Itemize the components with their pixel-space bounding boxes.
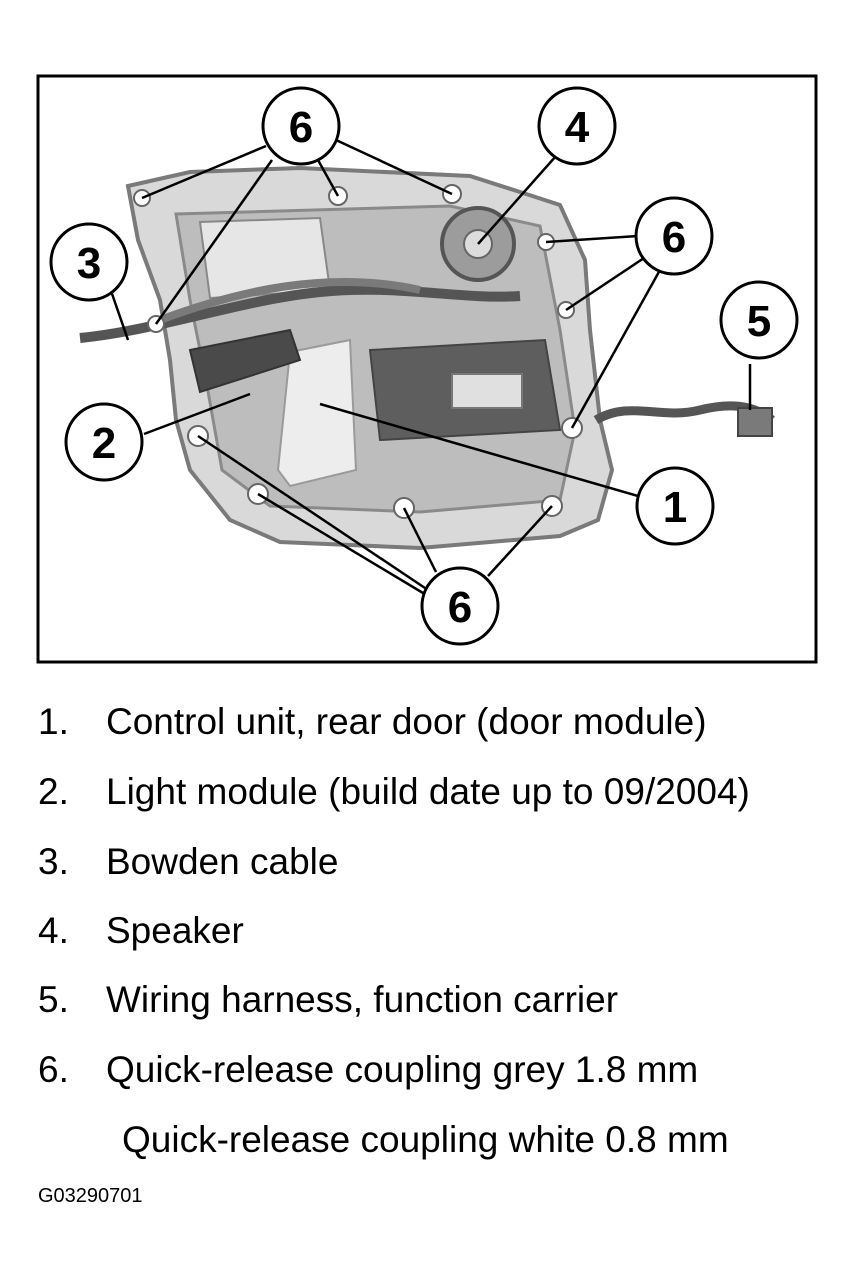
callout-4: 4 [537, 86, 617, 166]
callouts: 6 4 3 6 5 2 1 6 [49, 86, 799, 646]
image-corner-patch [676, 624, 812, 658]
legend-item-number: 4. [38, 910, 69, 951]
callout-2: 2 [64, 402, 144, 482]
callout-6-top: 6 [261, 86, 341, 166]
legend-item-number: 3. [38, 841, 69, 882]
svg-text:4: 4 [565, 103, 590, 152]
svg-text:6: 6 [662, 213, 686, 262]
legend-item-number: 5. [38, 979, 69, 1020]
legend-item-text: Quick-release coupling grey 1.8 mm [106, 1049, 699, 1090]
svg-text:6: 6 [289, 103, 313, 152]
svg-text:1: 1 [663, 483, 687, 532]
svg-text:2: 2 [92, 419, 116, 468]
svg-text:6: 6 [448, 583, 472, 632]
legend-item-6-continuation: Quick-release coupling white 0.8 mm [122, 1119, 729, 1160]
figure-id: G03290701 [38, 1185, 143, 1207]
legend-item-text: Bowden cable [106, 841, 339, 882]
svg-text:5: 5 [747, 297, 771, 346]
legend-item-number: 2. [38, 771, 69, 812]
callout-1: 1 [635, 466, 715, 546]
legend-item-text: Control unit, rear door (door module) [106, 701, 707, 742]
svg-text:3: 3 [77, 239, 101, 288]
carrier-plate [79, 165, 775, 551]
callout-5: 5 [719, 280, 799, 360]
legend-item-text: Speaker [106, 910, 244, 951]
callout-6-right: 6 [634, 196, 714, 276]
callout-3: 3 [49, 222, 129, 302]
callout-6-bottom: 6 [420, 566, 500, 646]
legend-item-number: 6. [38, 1049, 69, 1090]
door-module-diagram: 6 4 3 6 5 2 1 6 [36, 74, 818, 664]
legend-item-text: Wiring harness, function carrier [106, 979, 619, 1020]
legend-item-text: Light module (build date up to 09/2004) [106, 771, 750, 812]
legend-item-number: 1. [38, 701, 69, 742]
leader-lines [108, 138, 752, 598]
